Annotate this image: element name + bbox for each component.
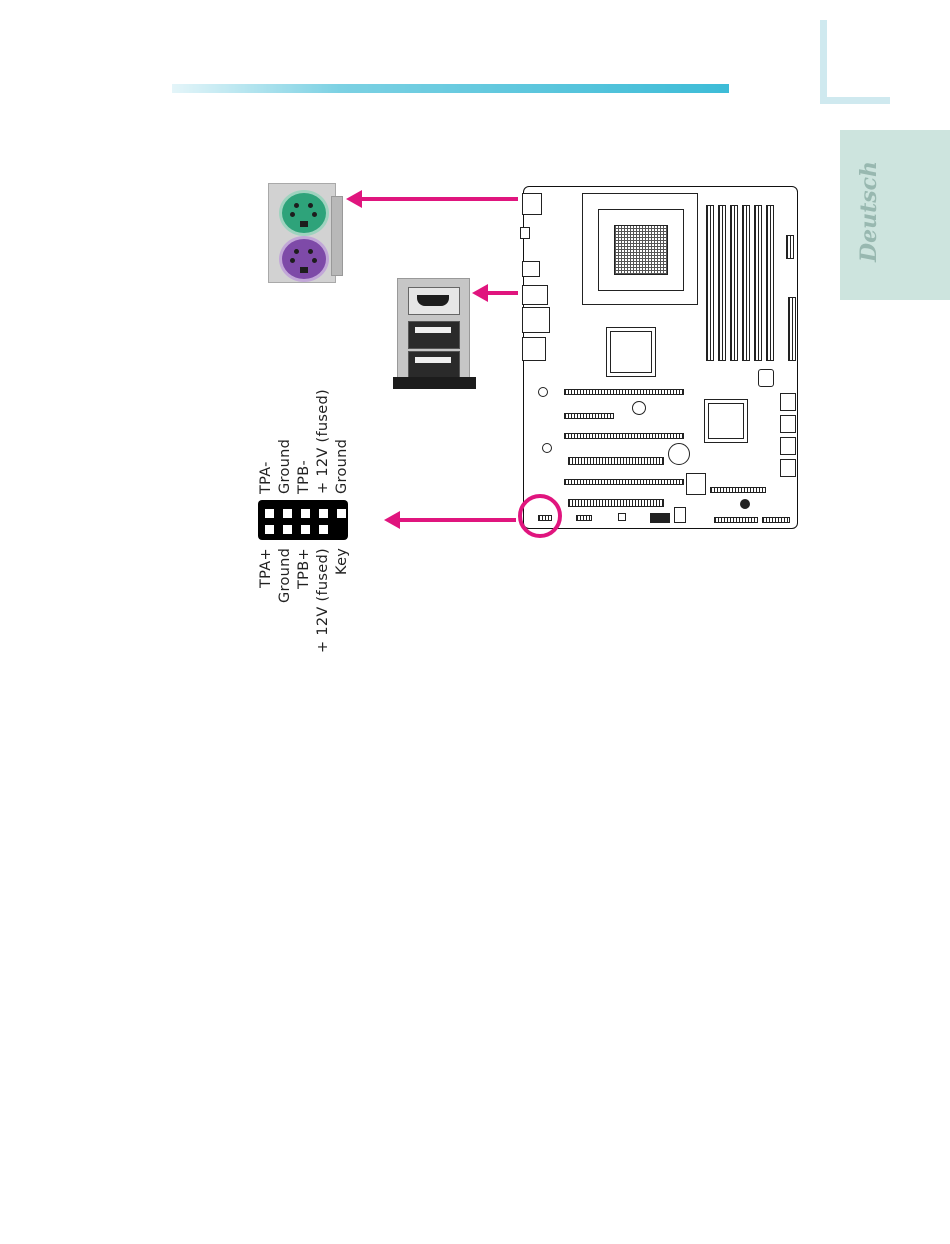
pin-label-ground-bottom: Ground (277, 548, 293, 603)
rear-io-port (522, 261, 540, 277)
pin (319, 525, 328, 534)
chip (632, 401, 646, 415)
pin-label-ground-top-1: Ground (277, 439, 293, 494)
dimm-slot (706, 205, 714, 361)
arrow-to-ps2 (360, 197, 518, 201)
buzzer (740, 499, 750, 509)
pin-label-key: Key (334, 548, 350, 575)
arrow-to-ieee-usb (486, 291, 518, 295)
header-rule (172, 84, 729, 93)
photo-base (393, 377, 476, 389)
motherboard-layout-diagram (523, 186, 798, 529)
usb-port-top (408, 321, 460, 349)
chip (538, 387, 548, 397)
front-panel-header (762, 517, 790, 523)
rear-io-port (520, 227, 530, 239)
pci-slot (568, 499, 664, 507)
pcie-slot-short (564, 413, 614, 419)
pin (301, 509, 310, 518)
pcie-slot (564, 433, 684, 439)
pci-slot (568, 457, 664, 465)
pin (283, 509, 292, 518)
sata-port (780, 393, 796, 411)
usb-port-bottom (408, 351, 460, 379)
sata-port (780, 459, 796, 477)
fan-header (618, 513, 626, 521)
pin (265, 525, 274, 534)
atx-power (786, 235, 794, 259)
chip (758, 369, 774, 387)
ide-connector (788, 297, 796, 361)
ieee1394-port (408, 287, 460, 315)
corner-bracket-bottom (820, 97, 890, 104)
dimm-slot (730, 205, 738, 361)
header-pins (710, 487, 766, 493)
rear-io-audio (522, 337, 546, 361)
northbridge-inner (610, 331, 652, 373)
dimm-slot (742, 205, 750, 361)
pin-label-12v-bottom: + 12V (fused) (315, 548, 331, 653)
language-tab-label: Deutsch (856, 161, 882, 262)
ps2-bracket (331, 196, 343, 276)
sata-port (780, 415, 796, 433)
arrow-to-header (398, 518, 516, 522)
rear-io-lan (522, 307, 550, 333)
ieee1394-usb-photo (397, 278, 470, 384)
sata-port (780, 437, 796, 455)
pin-label-tpa-minus: TPA- (258, 461, 274, 494)
ps2-ports-photo (268, 183, 336, 283)
dimm-slot (718, 205, 726, 361)
chip (542, 443, 552, 453)
dimm-slot (754, 205, 762, 361)
chip (686, 473, 706, 495)
ieee1394-header (258, 500, 348, 540)
ps2-mouse-port (279, 190, 329, 236)
pcie-slot (564, 389, 684, 395)
pin-label-ground-top-2: Ground (334, 439, 350, 494)
jumper (674, 507, 686, 523)
ps2-keyboard-port (279, 236, 329, 282)
battery (668, 443, 690, 465)
pin-label-tpb-minus: TPB- (296, 460, 312, 494)
pcie-slot (564, 479, 684, 485)
pin-label-tpa-plus: TPA+ (258, 548, 274, 588)
pin (337, 509, 346, 518)
cpu-pins (614, 225, 668, 275)
pin (265, 509, 274, 518)
corner-bracket (820, 20, 827, 104)
jumper (650, 513, 670, 523)
dimm-slot (766, 205, 774, 361)
floppy-connector (714, 517, 758, 523)
pin (319, 509, 328, 518)
pin-label-12v-top: + 12V (fused) (315, 389, 331, 494)
usb-header (576, 515, 592, 521)
rear-io-ps2 (522, 193, 542, 215)
highlight-circle (518, 494, 562, 538)
rear-io-ieee-usb (522, 285, 548, 305)
pin (283, 525, 292, 534)
southbridge-inner (708, 403, 744, 439)
pin (301, 525, 310, 534)
pin-label-tpb-plus: TPB+ (296, 548, 312, 589)
